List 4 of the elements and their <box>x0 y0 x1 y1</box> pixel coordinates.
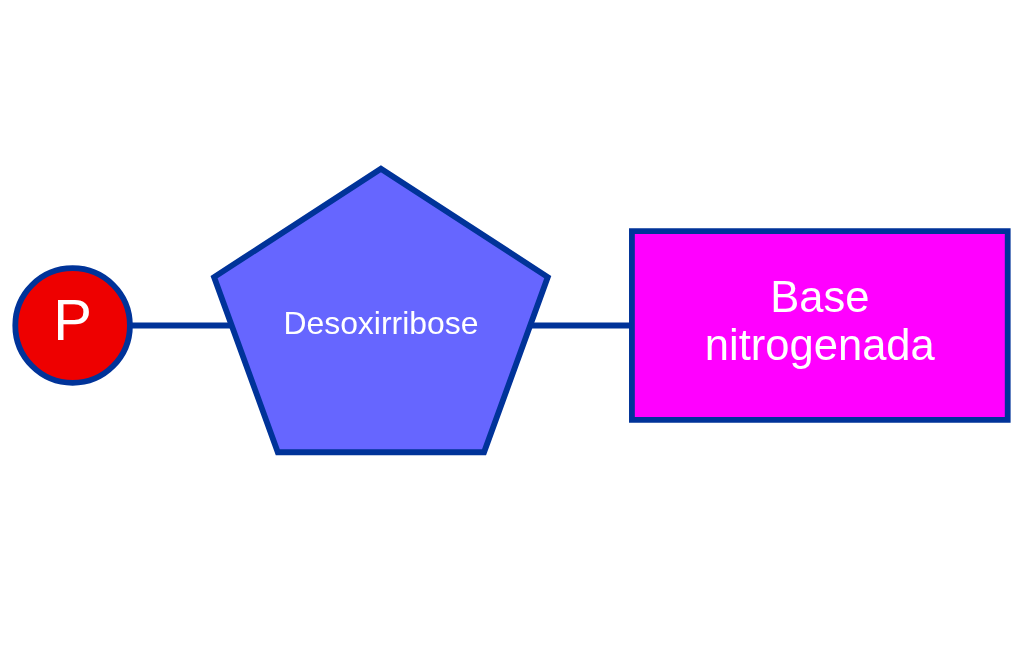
node-box: Base nitrogenada <box>629 228 1011 423</box>
node-circle: P <box>12 265 133 386</box>
connector <box>130 322 232 329</box>
connector <box>530 322 632 329</box>
